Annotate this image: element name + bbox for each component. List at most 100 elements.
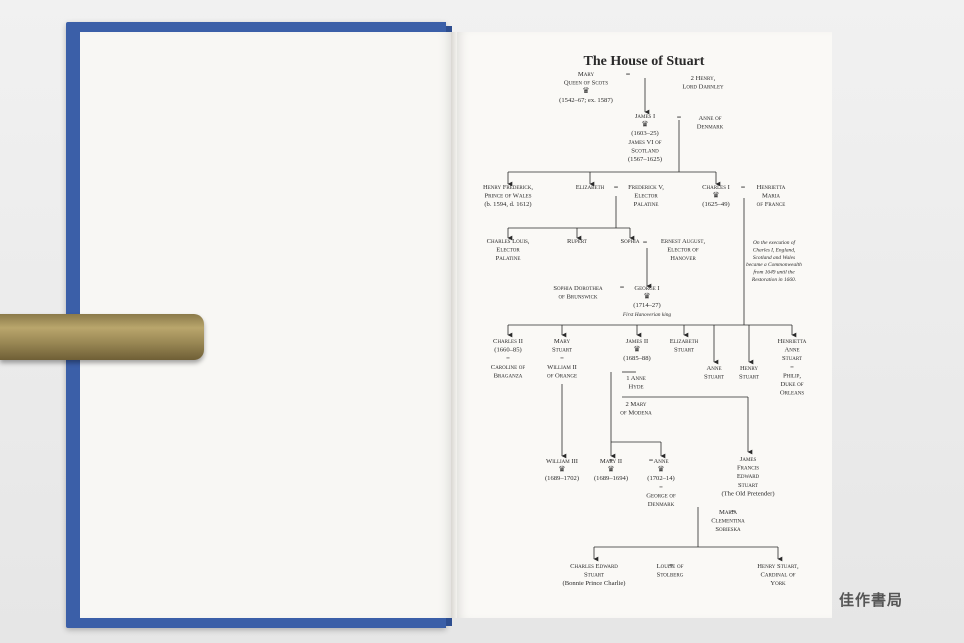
node-line: of Orange <box>547 372 577 379</box>
node-line: ♛ <box>558 465 565 474</box>
node-line: ♛ <box>657 465 664 474</box>
node-line: Sophia Dorothea <box>553 285 603 292</box>
node-line: Stuart <box>739 374 759 381</box>
tree-nodes: MaryQueen of Scots♛(1542–67; ex. 1587)2 … <box>483 70 807 587</box>
node-line: Anne <box>706 365 721 372</box>
node-line: Henry Stuart, <box>757 563 799 570</box>
node-line: = <box>790 364 794 371</box>
marriage-sign: = <box>669 561 674 570</box>
node-line: York <box>770 580 786 587</box>
marriage-sign: = <box>626 70 631 79</box>
node-line: Rupert <box>567 238 587 245</box>
node-elizabeth: Elizabeth <box>576 184 605 191</box>
node-line: James VI of <box>629 139 662 146</box>
chart-title: The House of Stuart <box>584 54 705 69</box>
node-line: (1603–25) <box>631 130 658 137</box>
node-line: ♛ <box>633 345 640 354</box>
node-line: Henry <box>740 365 758 372</box>
node-line: Elizabeth <box>670 338 699 345</box>
node-line: 2 Mary <box>625 401 646 408</box>
node-rupert: Rupert <box>567 238 587 245</box>
node-line: Duke of <box>780 381 803 388</box>
marriage-sign: = <box>649 456 654 465</box>
node-line: Restoration in 1660. <box>751 277 796 283</box>
node-line: Charles Louis, <box>487 238 530 245</box>
node-line: Lord Darnley <box>682 84 724 91</box>
node-line: Orleans <box>780 390 804 397</box>
node-line: Denmark <box>697 124 724 131</box>
node-line: James <box>740 456 757 463</box>
node-william3: William III♛(1689–1702) <box>545 458 579 482</box>
node-line: Caroline of <box>491 364 526 371</box>
node-line: Hanover <box>670 255 696 262</box>
node-line: Elector <box>496 247 520 254</box>
node-line: Sobieska <box>715 526 741 533</box>
node-line: (The Old Pretender) <box>721 490 774 497</box>
node-line: Elizabeth <box>576 184 605 191</box>
node-line: 1 Anne <box>626 375 646 382</box>
node-line: Stuart <box>552 347 572 354</box>
marriage-sign: = <box>620 283 625 292</box>
node-line: Mary <box>554 338 571 345</box>
node-line: Stuart <box>704 374 724 381</box>
marriage-sign: = <box>677 113 682 122</box>
marriage-sign: = <box>614 183 619 192</box>
node-line: Stolberg <box>657 572 684 579</box>
node-line: Francis <box>737 465 759 472</box>
marriage-sign: = <box>741 183 746 192</box>
node-line: First Hanoverian king <box>622 312 672 318</box>
node-line: Charles Edward <box>570 563 618 570</box>
node-line: (1660–85) <box>494 347 521 354</box>
node-line: Stuart <box>782 355 802 362</box>
node-sophia-dorothea: Sophia Dorothea of Brunswick <box>553 285 603 301</box>
node-line: Elector <box>634 193 658 200</box>
node-line: William II <box>547 364 577 371</box>
node-james2: James II♛(1685–88) <box>623 338 650 362</box>
node-line: Stuart <box>738 482 758 489</box>
node-elizabeth-stuart: ElizabethStuart <box>670 338 699 354</box>
node-line: (1689–1702) <box>545 475 579 482</box>
node-anne-denmark: Anne ofDenmark <box>697 115 724 131</box>
node-charles1: Charles I♛(1625–49) <box>702 184 730 208</box>
node-henry-darnley: 2 Henry,Lord Darnley <box>682 75 724 91</box>
node-line: (1689–1694) <box>594 475 628 482</box>
node-execution-note: On the execution ofCharles I, England,Sc… <box>746 239 802 283</box>
node-line: Maria <box>762 193 780 200</box>
node-line: Henrietta <box>778 338 807 345</box>
node-line: On the execution of <box>753 239 797 246</box>
publisher-watermark: 佳作書局 <box>839 589 903 610</box>
node-line: of Brunswick <box>558 294 597 301</box>
node-line: = <box>560 355 564 362</box>
brass-page-weight <box>0 314 204 360</box>
node-line: Elector of <box>667 247 699 254</box>
node-line: Stuart <box>584 572 604 579</box>
node-line: Clementina <box>711 518 745 525</box>
node-line: George of <box>646 492 676 499</box>
node-line: (1685–88) <box>623 355 650 362</box>
node-line: Palatine <box>634 201 659 208</box>
node-line: of France <box>757 201 786 208</box>
marriage-sign: = <box>643 238 648 247</box>
node-line: (b. 1594, d. 1612) <box>484 201 531 208</box>
node-george1: George I♛(1714–27)First Hanoverian king <box>622 285 672 318</box>
node-line: (1542–67; ex. 1587) <box>559 97 613 104</box>
node-line: Scotland <box>631 147 659 154</box>
node-line: Henrietta <box>757 184 786 191</box>
node-line: Charles II <box>493 338 523 345</box>
node-line: (1567–1625) <box>628 156 662 163</box>
